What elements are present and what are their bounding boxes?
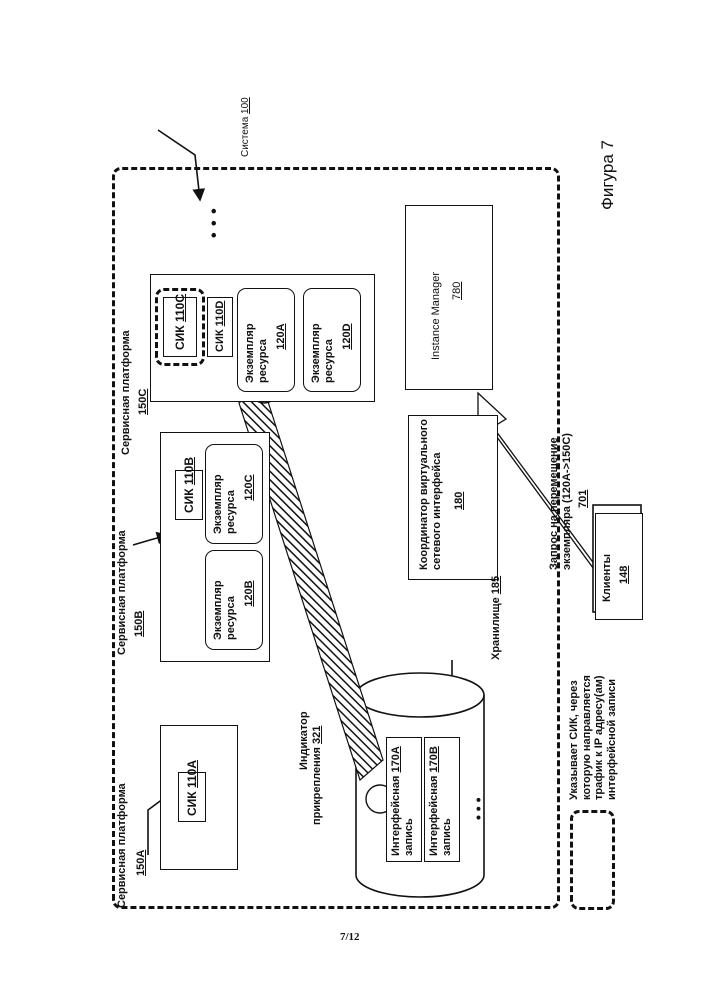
system-ref: 100 [240, 97, 251, 114]
resource-120b-label: Экземплярресурса 120B [212, 580, 256, 640]
instance-manager-label: Instance Manager 780 [430, 272, 463, 360]
platform-b-ref: 150B [133, 530, 146, 637]
vnic-110a-label: СИК 110A [186, 760, 200, 816]
platform-a-title: Сервисная платформа 150A [116, 783, 147, 908]
interface-record-170b-label: Интерфейсная 170B запись [428, 746, 453, 856]
platform-a-title-text: Сервисная платформа [116, 783, 129, 908]
attachment-indicator-label: Индикатор прикрепления 321 [298, 711, 323, 825]
more-platforms-ellipsis: • • • [206, 207, 224, 238]
resource-120d-label: Экземплярресурса 120D [310, 323, 354, 383]
move-request-label: Запрос на перемещение экземпляра (120A->… [548, 433, 590, 570]
storage-more-records-ellipsis: • • • [470, 798, 486, 820]
system-label-text: Система [240, 117, 251, 157]
platform-c-title-text: Сервисная платформа [120, 330, 133, 455]
platform-c-title: Сервисная платформа 150C [120, 330, 149, 455]
resource-120a-label: Экземплярресурса 120A [244, 323, 288, 383]
legend-dashed-swatch [570, 810, 615, 910]
clients-label: Клиенты 148 [601, 554, 630, 602]
page-number: 7/12 [340, 931, 360, 943]
resource-120c-label: Экземплярресурса 120C [212, 474, 256, 534]
system-label: Система 100 [240, 97, 252, 157]
legend-text: Указывает СИК, через которую направляетс… [568, 675, 619, 800]
vnic-110d-label: СИК 110D [214, 301, 227, 352]
interface-record-170a-label: Интерфейсная 170A запись [390, 746, 415, 856]
storage-label: Хранилище 185 [490, 576, 503, 660]
platform-a-ref: 150A [135, 783, 148, 876]
platform-b-title-text: Сервисная платформа [116, 530, 129, 655]
platform-c-ref: 150C [137, 330, 150, 415]
vnic-110c-label: СИК 110C [174, 294, 188, 350]
vnic-110b-label: СИК 110B [183, 457, 197, 513]
coordinator-label: Координатор виртуального сетевого интерф… [418, 419, 466, 570]
platform-b-title: Сервисная платформа 150B [116, 530, 145, 655]
figure-label: Фигура 7 [598, 140, 618, 210]
